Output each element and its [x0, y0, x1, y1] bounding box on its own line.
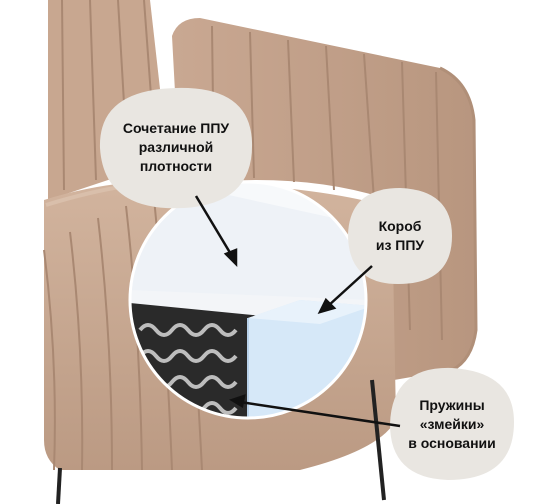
- callout-bubble-foam-combination: [99, 87, 253, 209]
- callout-foam-box-text: Короб из ППУ: [375, 218, 425, 253]
- armchair-armrest: [172, 18, 478, 380]
- armchair-legs: [56, 379, 386, 504]
- callout-bubble-foam-box: [348, 188, 452, 284]
- lens-rim: [128, 180, 368, 420]
- callout-springs: Пружины «змейки» в основании: [392, 368, 512, 480]
- leader-lines: [194, 195, 401, 428]
- callout-springs-text: Пружины «змейки» в основании: [408, 396, 496, 451]
- callout-foam-combination: Сочетание ППУ различной плотности: [102, 88, 250, 206]
- callout-foam-combination-text: Сочетание ППУ различной плотности: [122, 119, 230, 174]
- callout-foam-box: Короб из ППУ: [350, 188, 450, 284]
- callout-bubble-springs: [390, 367, 514, 480]
